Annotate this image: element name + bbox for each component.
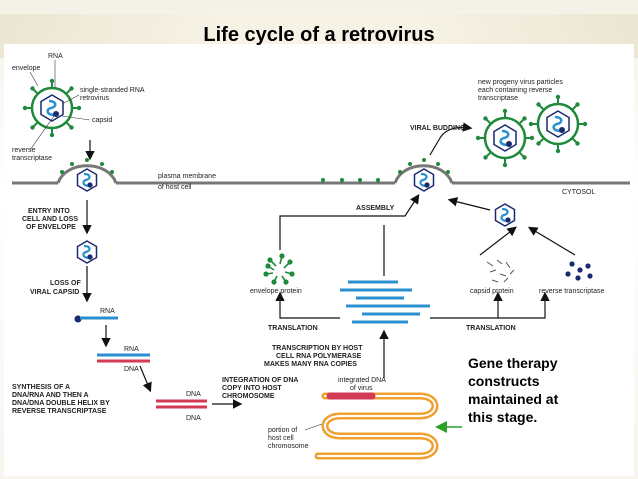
progeny-virus-1 bbox=[474, 107, 536, 169]
label-synth-3: DNA/DNA DOUBLE HELIX BY bbox=[12, 400, 110, 407]
released-capsid-icon bbox=[76, 239, 98, 265]
label-entry-3: OF ENVELOPE bbox=[26, 224, 76, 231]
label-trans-3: MAKES MANY RNA COPIES bbox=[264, 361, 357, 368]
label-dna-b: DNA bbox=[186, 415, 201, 422]
label-portion-3: chromosome bbox=[268, 443, 309, 450]
label-translation-left: TRANSLATION bbox=[268, 325, 318, 332]
reverse-transcriptase-cluster bbox=[565, 261, 593, 281]
label-transcriptase: transcriptase bbox=[12, 155, 52, 162]
label-ssrna-2: retrovirus bbox=[80, 95, 110, 102]
label-viral-budding: VIRAL BUDDING bbox=[410, 125, 466, 132]
label-dna-hybrid: DNA bbox=[124, 366, 139, 373]
label-integ-2: COPY INTO HOST bbox=[222, 385, 282, 392]
virus-particle-entering bbox=[21, 77, 83, 139]
label-synth-4: REVERSE TRANSCRIPTASE bbox=[12, 408, 107, 415]
label-loss-2: VIRAL CAPSID bbox=[30, 289, 79, 296]
label-progeny-1: new progeny virus particles bbox=[478, 79, 563, 86]
label-rna-mid: RNA bbox=[100, 308, 115, 315]
envelope-protein-cluster bbox=[263, 253, 295, 285]
label-synth-2: DNA/RNA AND THEN A bbox=[12, 392, 89, 399]
label-translation-right: TRANSLATION bbox=[466, 325, 516, 332]
label-cytosol: CYTOSOL bbox=[562, 189, 595, 196]
label-synth-1: SYNTHESIS OF A bbox=[12, 384, 70, 391]
label-portion-1: portion of bbox=[268, 427, 297, 434]
label-ssrna-1: single-stranded RNA bbox=[80, 87, 145, 94]
label-reverse: reverse bbox=[12, 147, 35, 154]
capsid-entering-icon bbox=[76, 167, 98, 193]
label-envelope: envelope bbox=[12, 65, 41, 72]
gene-therapy-line-3: maintained at bbox=[468, 391, 559, 407]
double-stranded-dna bbox=[156, 399, 207, 409]
label-integrated-dna-1: integrated DNA bbox=[338, 377, 386, 384]
label-reverse-transcriptase-protein: reverse transcriptase bbox=[539, 288, 604, 295]
label-integ-3: CHROMOSOME bbox=[222, 393, 275, 400]
capsid-protein-cluster bbox=[486, 259, 515, 283]
rna-copies bbox=[340, 280, 430, 324]
plasma-membrane bbox=[12, 158, 630, 185]
reverse-transcriptase-dot bbox=[74, 315, 82, 323]
label-capsid: capsid bbox=[92, 117, 112, 124]
host-chromosome bbox=[314, 392, 439, 460]
gene-therapy-line-4: this stage. bbox=[468, 409, 537, 425]
label-integrated-dna-2: of virus bbox=[350, 385, 373, 392]
progeny-virus-2 bbox=[527, 93, 589, 155]
assembled-capsid-icon bbox=[494, 202, 516, 228]
label-plasma-2: of host cell bbox=[158, 184, 192, 191]
label-trans-1: TRANSCRIPTION BY HOST bbox=[272, 345, 363, 352]
label-progeny-2: each containing reverse bbox=[478, 87, 552, 94]
gene-therapy-line-1: Gene therapy bbox=[468, 355, 558, 371]
label-plasma-1: plasma membrane bbox=[158, 173, 216, 180]
rna-dna-hybrid bbox=[97, 353, 150, 363]
label-rna-top: RNA bbox=[48, 53, 63, 60]
label-assembly: ASSEMBLY bbox=[356, 205, 395, 212]
label-progeny-3: transcriptase bbox=[478, 95, 518, 102]
capsid-budding-icon bbox=[413, 167, 435, 193]
label-rna-hybrid: RNA bbox=[124, 346, 139, 353]
label-entry-1: ENTRY INTO bbox=[28, 208, 70, 215]
label-trans-2: CELL RNA POLYMERASE bbox=[276, 353, 362, 360]
label-integ-1: INTEGRATION OF DNA bbox=[222, 377, 298, 384]
label-envelope-protein: envelope protein bbox=[250, 288, 302, 295]
label-loss-1: LOSS OF bbox=[50, 280, 81, 287]
label-dna-a: DNA bbox=[186, 391, 201, 398]
label-capsid-protein: capsid protein bbox=[470, 288, 514, 295]
label-portion-2: host cell bbox=[268, 435, 294, 442]
diagram-panel bbox=[4, 44, 634, 476]
slide-title: Life cycle of a retrovirus bbox=[203, 24, 435, 46]
gene-therapy-line-2: constructs bbox=[468, 373, 540, 389]
label-entry-2: CELL AND LOSS bbox=[22, 216, 78, 223]
